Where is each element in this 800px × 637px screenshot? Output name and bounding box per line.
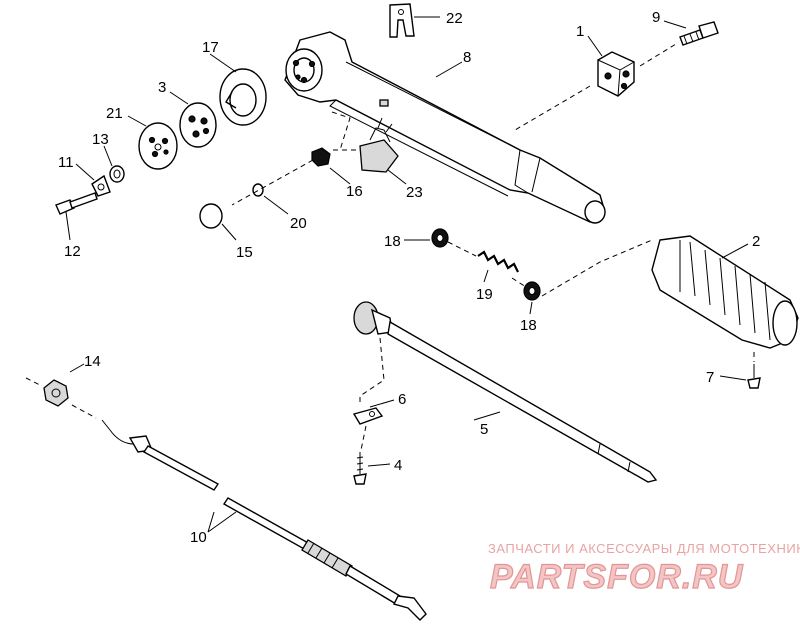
washer-part-18-bottom (523, 281, 541, 301)
watermark-logo: PARTSFOR.RU (490, 558, 744, 596)
disc-part-15 (199, 203, 223, 229)
nut-part-16 (311, 147, 331, 167)
ring-part-17 (219, 68, 267, 126)
callout-22: 22 (446, 10, 463, 27)
callout-19: 19 (476, 286, 493, 303)
washer-part-13 (109, 165, 125, 183)
switch-part-23 (359, 117, 399, 173)
callout-18-bottom: 18 (520, 317, 537, 334)
callout-6: 6 (398, 391, 406, 408)
callout-16: 16 (346, 183, 363, 200)
callout-13: 13 (92, 131, 109, 148)
clip-part-22 (389, 3, 415, 38)
callout-21: 21 (106, 105, 123, 122)
callout-15: 15 (236, 244, 253, 261)
plate-part-21 (138, 122, 178, 170)
plate-part-3 (179, 102, 217, 148)
callout-2: 2 (752, 233, 760, 250)
watermark: ЗАПЧАСТИ И АКСЕССУАРЫ ДЛЯ МОТОТЕХНИКИ PA… (488, 541, 800, 597)
callout-23: 23 (406, 184, 423, 201)
washer-part-18-top (431, 228, 449, 248)
callout-17: 17 (202, 39, 219, 56)
callout-14: 14 (84, 353, 101, 370)
clip-part-6 (352, 407, 384, 425)
assembly-guide-lines (25, 43, 755, 451)
washer-part-20 (252, 183, 264, 197)
callout-12: 12 (64, 243, 81, 260)
callout-labels: 1 9 22 8 17 3 21 13 11 12 16 23 20 15 18… (58, 9, 760, 546)
callout-10: 10 (190, 529, 207, 546)
shaft-part-5 (353, 301, 658, 483)
callout-20: 20 (290, 215, 307, 232)
callout-7: 7 (706, 369, 714, 386)
screw-part-9 (679, 21, 719, 46)
grip-part-2 (651, 235, 799, 349)
watermark-tagline: ЗАПЧАСТИ И АКСЕССУАРЫ ДЛЯ МОТОТЕХНИКИ (488, 541, 800, 556)
callout-9: 9 (652, 9, 660, 26)
cable-part-10 (101, 419, 427, 621)
screw-part-4 (353, 452, 367, 485)
callout-8: 8 (463, 49, 471, 66)
callout-1: 1 (576, 23, 584, 40)
spring-part-19 (477, 250, 519, 273)
bolt-part-12 (55, 192, 98, 215)
screw-part-7 (747, 364, 761, 389)
nut-part-14 (43, 379, 69, 407)
tiller-handle-part-8 (284, 31, 606, 224)
leader-lines (65, 16, 749, 533)
callout-3: 3 (158, 79, 166, 96)
callout-11: 11 (58, 154, 74, 171)
block-part-1 (597, 51, 635, 97)
callout-18-top: 18 (384, 233, 401, 250)
callout-4: 4 (394, 457, 402, 474)
callout-5: 5 (480, 421, 488, 438)
bracket-part-11 (91, 174, 111, 197)
